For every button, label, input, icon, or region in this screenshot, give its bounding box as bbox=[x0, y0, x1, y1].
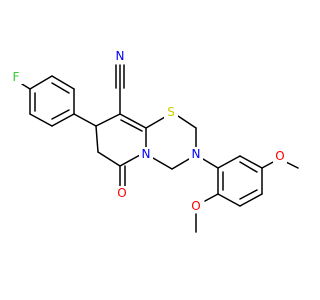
bond bbox=[171, 158, 190, 170]
ring-nitrogen-atom: N bbox=[189, 147, 203, 161]
bond bbox=[51, 75, 75, 90]
bond bbox=[202, 158, 219, 169]
bond bbox=[97, 151, 121, 167]
bond bbox=[119, 154, 141, 167]
bond bbox=[261, 160, 276, 169]
bond bbox=[119, 113, 147, 129]
structure-canvas: N S F N N O O bbox=[9, 49, 299, 233]
ortho-methoxy-oxygen-atom: O bbox=[189, 199, 203, 213]
bond bbox=[152, 157, 173, 170]
amide-nitrogen-atom: N bbox=[139, 147, 153, 161]
atom-label: F bbox=[13, 70, 20, 84]
para-methoxy-oxygen-atom: O bbox=[273, 149, 287, 163]
bond bbox=[95, 113, 121, 127]
bond bbox=[217, 193, 241, 207]
bonds bbox=[21, 64, 299, 233]
bond bbox=[95, 125, 99, 153]
atom-label: O bbox=[117, 186, 126, 200]
atom-label: S bbox=[167, 105, 175, 119]
carbonyl-oxygen-atom: O bbox=[115, 186, 129, 200]
bond bbox=[51, 113, 75, 127]
bond bbox=[239, 189, 258, 200]
fluorine-atom: F bbox=[9, 70, 23, 84]
atom-label: O bbox=[191, 199, 200, 213]
bond bbox=[177, 115, 197, 129]
bond bbox=[285, 161, 299, 169]
bond bbox=[120, 119, 143, 132]
bond bbox=[204, 193, 219, 202]
atom-label: N bbox=[142, 147, 151, 161]
bond bbox=[21, 83, 31, 90]
bond bbox=[73, 113, 97, 127]
bond bbox=[239, 193, 263, 207]
bond bbox=[145, 116, 166, 129]
bond bbox=[29, 113, 53, 127]
bond bbox=[239, 155, 263, 169]
bond bbox=[217, 155, 241, 169]
nitrile-nitrogen-atom: N bbox=[113, 49, 127, 63]
atom-label: N bbox=[192, 147, 201, 161]
atom-label: N bbox=[116, 49, 125, 63]
molecule-structure: N S F N N O O bbox=[9, 49, 299, 233]
sulfur-atom: S bbox=[164, 105, 178, 119]
atom-label: O bbox=[275, 149, 284, 163]
bond bbox=[51, 82, 70, 94]
bond bbox=[51, 109, 70, 120]
atom-labels: N S F N N O O bbox=[9, 49, 287, 213]
bond bbox=[29, 75, 53, 90]
bond bbox=[239, 161, 258, 173]
